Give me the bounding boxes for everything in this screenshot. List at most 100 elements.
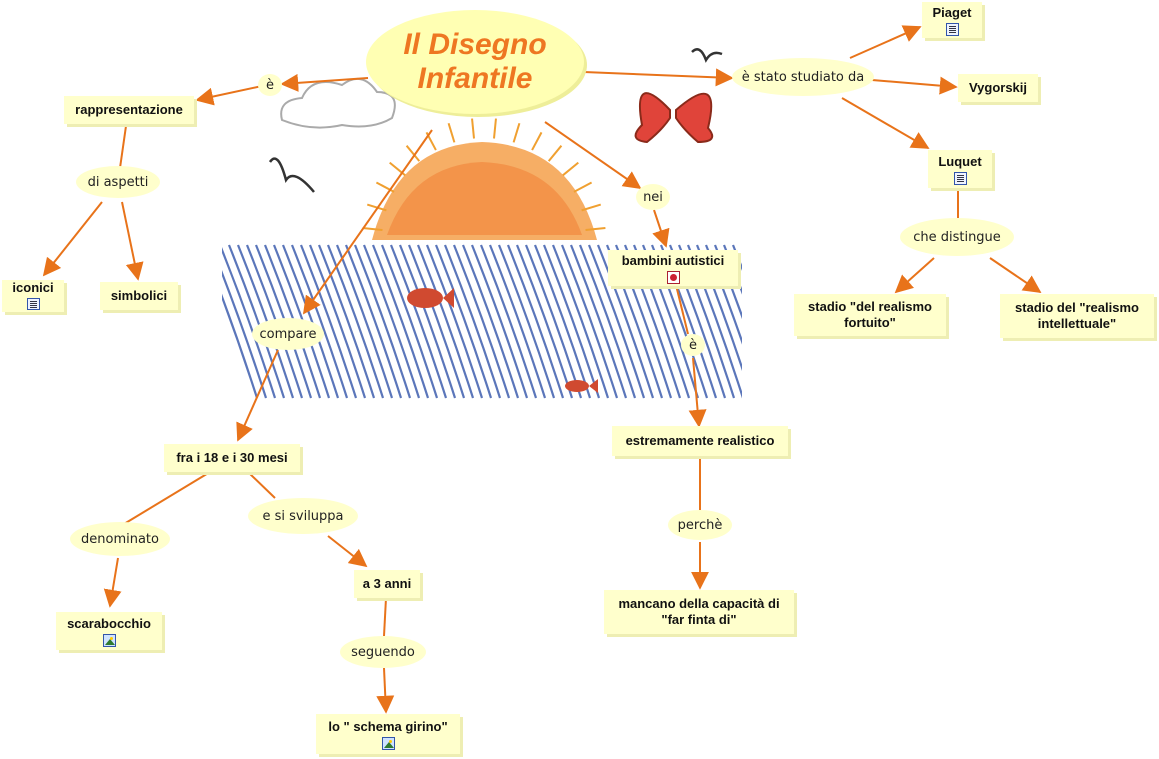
sun-ray: [531, 131, 543, 151]
root-title-line-2: Infantile: [417, 62, 533, 95]
wave-stroke: [317, 244, 376, 399]
fish-drawings: [407, 288, 598, 393]
wave-stroke: [533, 244, 592, 399]
concept-line-2: "far finta di": [661, 612, 737, 627]
sun-ray: [375, 181, 395, 193]
phrase-nei[interactable]: nei: [636, 184, 670, 210]
link-root-to-e-stato-studiato: [583, 68, 734, 87]
phrase-compare[interactable]: compare: [252, 318, 324, 350]
concept-rappresentazione[interactable]: rappresentazione: [64, 96, 194, 124]
phrase-seguendo[interactable]: seguendo: [340, 636, 426, 668]
phrase-e-si-sviluppa[interactable]: e si sviluppa: [248, 498, 358, 534]
wave-stroke: [524, 244, 583, 399]
concept-label: iconici: [12, 280, 54, 295]
link-di-aspetti-to-simbolici: [121, 201, 144, 281]
sun-ray: [493, 118, 497, 139]
wave-stroke: [281, 244, 340, 399]
wave-stroke: [452, 244, 511, 399]
image-icon[interactable]: [381, 736, 395, 750]
link-to-vygorskij: [871, 76, 958, 95]
wave-stroke: [479, 244, 538, 399]
wave-stroke: [222, 269, 268, 399]
concept-fra-18-30-mesi[interactable]: fra i 18 e i 30 mesi: [164, 444, 300, 472]
link-di-aspetti-to-iconici: [42, 201, 103, 277]
root-concept[interactable]: Il Disegno Infantile: [366, 10, 584, 114]
link-e-to-rappresentazione: [195, 85, 263, 106]
concept-label: Piaget: [932, 4, 972, 20]
link-to-piaget: [849, 25, 922, 59]
phrase-e-mid[interactable]: è: [681, 334, 705, 356]
concept-simbolici[interactable]: simbolici: [100, 282, 178, 310]
wave-stroke: [497, 244, 556, 399]
wave-stroke: [389, 244, 448, 399]
wave-stroke: [551, 244, 610, 399]
root-title-line-1: Il Disegno: [403, 28, 547, 61]
concept-line-1: stadio "del realismo: [808, 299, 932, 314]
concept-schema-girino[interactable]: lo " schema girino": [316, 714, 460, 754]
link-compare-to-fra-mesi: [236, 349, 279, 442]
link-bambini-to-e: [675, 284, 689, 335]
wave-stroke: [308, 244, 367, 399]
concept-iconici[interactable]: iconici: [2, 280, 64, 312]
wave-stroke: [425, 244, 484, 399]
concept-label: scarabocchio: [67, 615, 151, 631]
wave-stroke: [542, 244, 601, 399]
concept-estremamente-realistico[interactable]: estremamente realistico: [612, 426, 788, 456]
concept-bambini-autistici[interactable]: bambini autistici: [608, 250, 738, 286]
link-to-stadio-intellettuale: [989, 257, 1042, 294]
phrase-e-stato-studiato-da[interactable]: è stato studiato da: [732, 58, 874, 96]
document-icon[interactable]: [26, 298, 40, 310]
phrase-di-aspetti[interactable]: di aspetti: [76, 166, 160, 198]
web-link-icon[interactable]: [666, 270, 680, 284]
wave-stroke: [326, 244, 385, 399]
link-to-stadio-fortuito: [894, 257, 935, 294]
phrase-denominato[interactable]: denominato: [70, 522, 170, 556]
wave-stroke: [222, 247, 277, 399]
wave-stroke: [222, 293, 259, 399]
sun-ray: [547, 145, 563, 162]
wave-stroke: [380, 244, 439, 399]
concept-piaget[interactable]: Piaget: [922, 2, 982, 38]
wave-stroke: [290, 244, 349, 399]
concept-stadio-realismo-intellettuale[interactable]: stadio del "realismo intellettuale": [1000, 294, 1154, 338]
wave-stroke: [398, 244, 457, 399]
concept-a-3-anni[interactable]: a 3 anni: [354, 570, 420, 598]
concept-label: bambini autistici: [621, 252, 725, 268]
phrase-che-distingue[interactable]: che distingue: [900, 218, 1014, 256]
concept-luquet[interactable]: Luquet: [928, 150, 992, 188]
link-nei-to-bambini-autistici: [652, 209, 670, 248]
wave-stroke: [731, 244, 742, 271]
sun-ray: [447, 122, 456, 143]
wave-stroke: [578, 244, 637, 399]
wave-stroke: [506, 244, 565, 399]
wave-stroke: [587, 244, 646, 399]
link-denominato-to-scarabocchio: [103, 557, 122, 608]
concept-line-1: mancano della capacità di: [618, 596, 780, 611]
image-icon[interactable]: [102, 633, 116, 647]
wave-stroke: [596, 244, 655, 399]
wave-stroke: [461, 244, 520, 399]
wave-stroke: [371, 244, 430, 399]
sun-drawing: [362, 118, 606, 240]
phrase-perche[interactable]: perchè: [668, 510, 732, 540]
concept-scarabocchio[interactable]: scarabocchio: [56, 612, 162, 650]
document-icon[interactable]: [953, 171, 967, 185]
document-icon[interactable]: [945, 22, 959, 36]
sun-ray: [573, 181, 593, 193]
wave-stroke: [227, 244, 286, 399]
link-to-luquet: [841, 97, 930, 149]
bird-drawings: [268, 48, 723, 193]
butterfly-drawing: [634, 92, 714, 144]
link-root-to-compare: [302, 129, 433, 315]
concept-mancano-capacita[interactable]: mancano della capacità di "far finta di": [604, 590, 794, 634]
concept-vygorskij[interactable]: Vygorskij: [958, 74, 1038, 102]
link-root-to-e: [280, 73, 369, 92]
link-e-si-sviluppa-to-a-3-anni: [327, 535, 368, 568]
sun-ray: [581, 203, 602, 212]
concept-stadio-realismo-fortuito[interactable]: stadio "del realismo fortuito": [794, 294, 946, 336]
phrase-e-top[interactable]: è: [258, 74, 282, 96]
wave-stroke: [299, 244, 358, 399]
wave-stroke: [434, 244, 493, 399]
link-fra-mesi-to-denominato: [123, 471, 211, 525]
wave-stroke: [344, 244, 403, 399]
